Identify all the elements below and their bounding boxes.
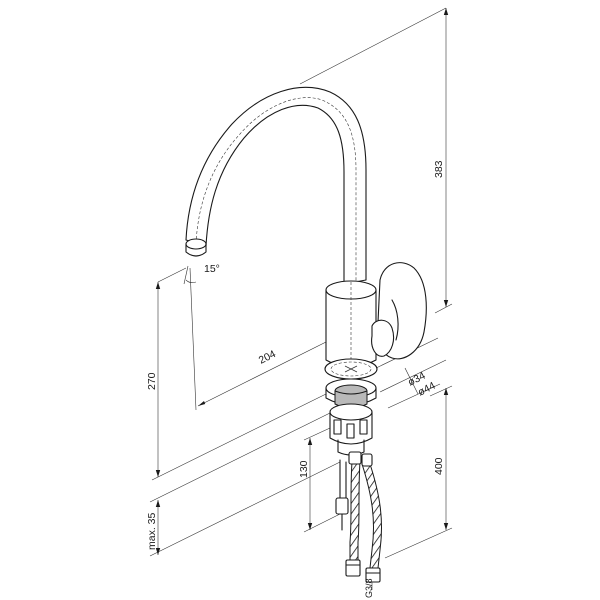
label-hose-length: 400 [433,457,445,475]
mounting-nut [329,403,373,456]
supply-hoses [345,451,382,590]
dimension-lines [149,7,453,559]
label-thread: G3/8 [364,578,374,598]
label-max-thickness: max. 35 [146,512,158,550]
label-shank-length: 130 [298,460,310,478]
label-spout-angle: 15° [204,263,220,275]
mounting-washer [325,378,377,409]
label-spout-height: 270 [146,372,158,390]
label-reach: 204 [257,348,278,367]
faucet-body [325,280,377,375]
spout [185,86,367,285]
threaded-rod [335,459,349,531]
base-rosette [324,358,378,380]
dimension-labels: 15° 204 383 270 ø34 ø44 130 400 max. 35 … [146,160,445,598]
lever-handle [371,262,427,360]
label-total-height: 383 [433,160,445,178]
